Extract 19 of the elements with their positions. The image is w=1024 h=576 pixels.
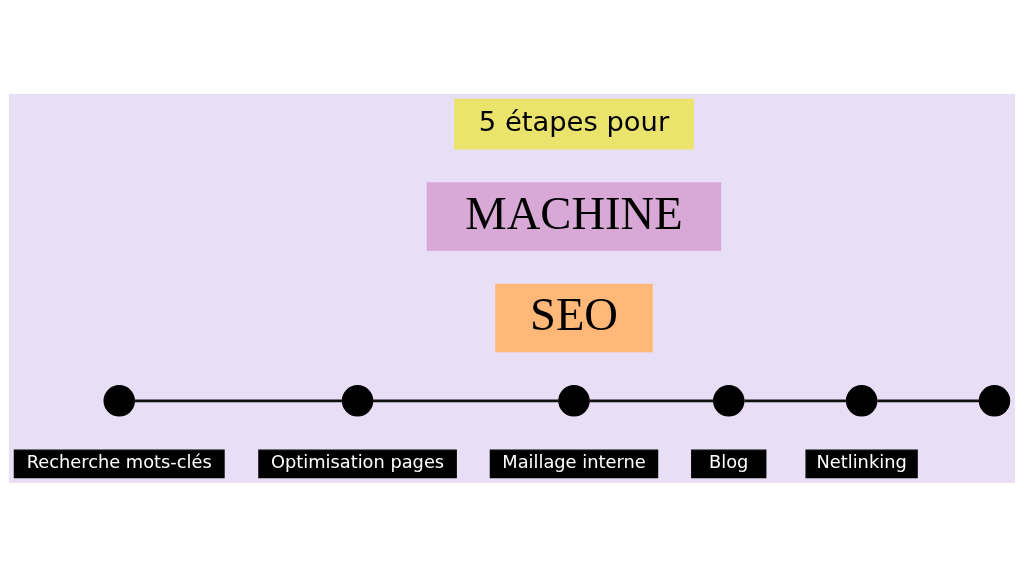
node-circle: [845, 384, 878, 417]
node-label: Blog: [709, 450, 749, 472]
connector: [744, 398, 847, 402]
node-circle: [978, 384, 1011, 417]
node-label: Maillage interne: [502, 450, 646, 472]
node-circle: [713, 384, 745, 417]
connector: [877, 398, 980, 402]
node-circle: [341, 384, 374, 417]
connector: [134, 398, 343, 402]
connector: [372, 398, 559, 402]
node-box: SEO: [495, 283, 653, 352]
node-circle: [103, 384, 135, 417]
node-label: Optimisation pages: [270, 450, 445, 472]
node-label: Recherche mots-clés: [26, 450, 212, 472]
node-circle: [558, 384, 590, 417]
node-box: 5 étapes pour: [454, 98, 694, 149]
node-label: Netlinking: [816, 450, 907, 472]
node-box: MACHINE: [426, 181, 722, 251]
connector: [589, 398, 714, 402]
